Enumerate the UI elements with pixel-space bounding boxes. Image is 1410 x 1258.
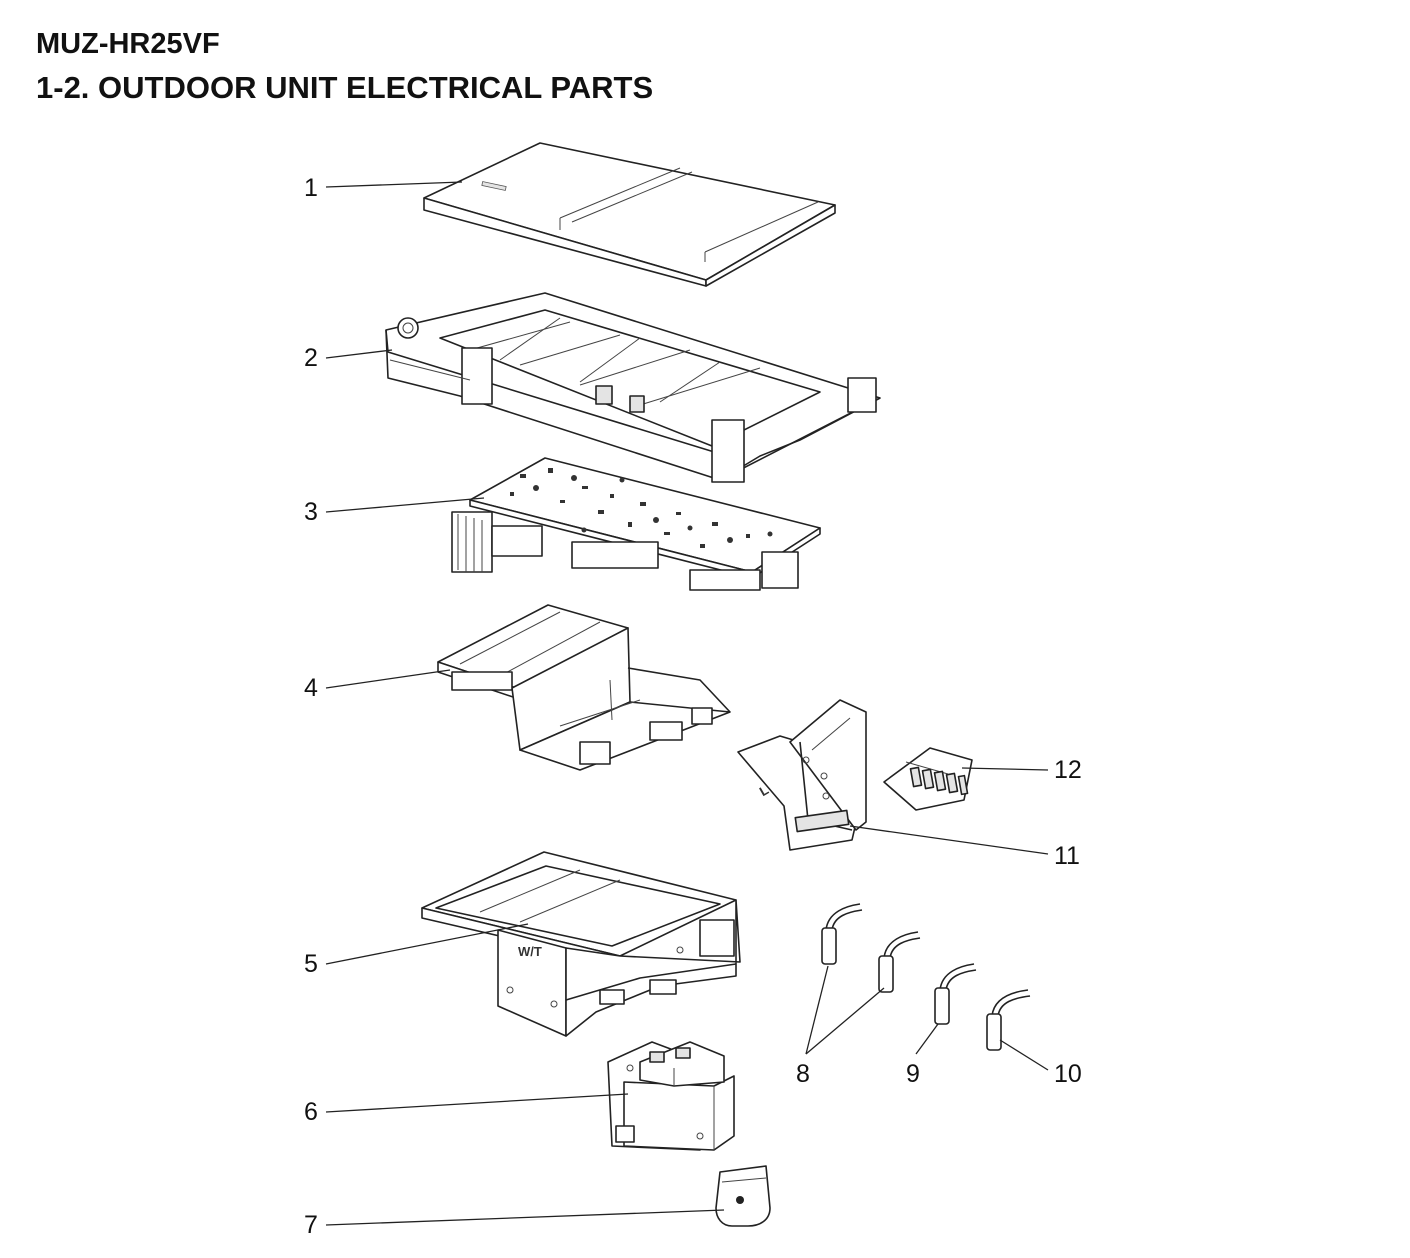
callout-8: 8 [796, 1060, 810, 1088]
callout-4: 4 [304, 674, 318, 702]
part-5-base-bracket: W/T [421, 851, 741, 1037]
callout-3: 3 [304, 498, 318, 526]
section-title: 1-2. OUTDOOR UNIT ELECTRICAL PARTS [36, 70, 654, 105]
callout-numbers: 1 2 3 4 5 6 7 8 9 10 11 12 [304, 174, 1082, 1239]
part-4-bracket [437, 604, 731, 771]
callout-10: 10 [1054, 1060, 1082, 1088]
part-7-clip [715, 1165, 771, 1227]
part-5-tag: W/T [518, 944, 542, 959]
part-8-thermistor-a [821, 903, 863, 965]
part-3-circuit-board [451, 457, 821, 591]
callout-11: 11 [1054, 842, 1080, 870]
model-title: MUZ-HR25VF [36, 28, 220, 60]
part-12-terminal-block [883, 747, 973, 811]
part-6-transformer [607, 1041, 735, 1151]
callout-5: 5 [304, 950, 318, 978]
callout-12: 12 [1054, 756, 1082, 784]
part-11-terminal-bracket: L [737, 699, 867, 851]
part-1-cover [423, 142, 836, 287]
callout-7: 7 [304, 1211, 318, 1239]
part-2-frame [385, 292, 881, 483]
part-10-thermistor [986, 989, 1031, 1051]
callout-1: 1 [304, 174, 318, 202]
part-8-thermistor-b [878, 931, 921, 993]
leader-lines [325, 181, 1049, 1226]
callout-9: 9 [906, 1060, 920, 1088]
part-9-thermistor [934, 963, 977, 1025]
callout-2: 2 [304, 344, 318, 372]
callout-6: 6 [304, 1098, 318, 1126]
